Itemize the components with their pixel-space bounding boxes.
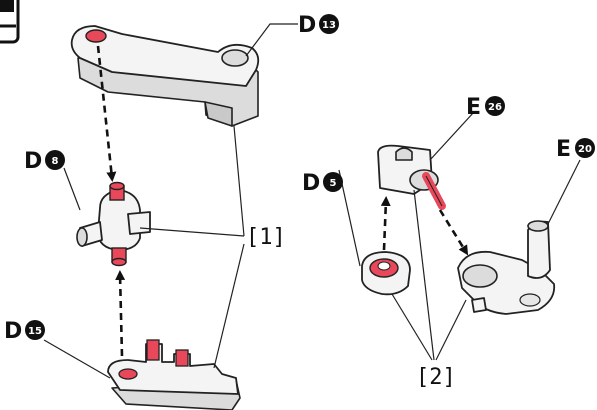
svg-text:E: E [466, 95, 481, 120]
circled-number-bg [25, 320, 45, 340]
svg-text:D: D [4, 319, 22, 344]
part-d5-cap [361, 251, 411, 296]
svg-text:D: D [24, 149, 42, 174]
circled-number-bg [485, 96, 505, 116]
part-e26-block [377, 144, 446, 210]
callout-step2: [2] [416, 365, 456, 390]
part-d15-base [107, 339, 241, 410]
svg-text:15: 15 [28, 326, 42, 337]
leader-lines [43, 23, 581, 379]
svg-text:5: 5 [330, 178, 337, 189]
svg-text:8: 8 [52, 156, 59, 167]
svg-text:20: 20 [578, 144, 592, 155]
label-d5: D 5 [302, 171, 343, 196]
arrow-d5-to-e26 [380, 196, 391, 251]
svg-text:26: 26 [488, 102, 502, 113]
circled-number-bg [319, 14, 339, 34]
assembly-arrows [96, 45, 469, 357]
label-e26: E 26 [466, 95, 505, 120]
svg-text:13: 13 [322, 20, 336, 31]
label-e20: E 20 [556, 137, 595, 162]
label-d13: D 13 [298, 13, 339, 38]
circled-number-bg [323, 172, 343, 192]
svg-text:E: E [556, 137, 571, 162]
callout-step1: [1] [246, 225, 286, 250]
label-d15: D 15 [4, 319, 45, 344]
part-e20-elbow [457, 220, 556, 315]
svg-text:D: D [298, 13, 316, 38]
svg-text:D: D [302, 171, 320, 196]
arrow-d13-to-d8 [96, 45, 117, 182]
circled-number-bg [575, 138, 595, 158]
circled-number-bg [45, 150, 65, 170]
part-d8-hub [76, 181, 151, 267]
arrow-e26-to-e20 [438, 209, 469, 256]
label-d8: D 8 [24, 149, 65, 174]
step-icon [0, 0, 20, 44]
part-d13-arm [70, 25, 260, 127]
arrow-d15-to-d8 [115, 270, 126, 357]
